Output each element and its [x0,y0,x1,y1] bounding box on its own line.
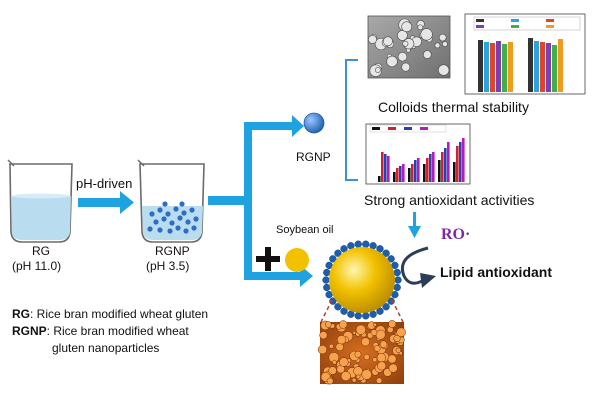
legend-row-rg: RG: Rice bran modified wheat gluten [12,306,208,323]
rgnp-ph-label: (pH 3.5) [146,259,190,273]
ph-driven-arrow [78,191,134,214]
curved-arrow-head-icon [420,273,436,288]
soybean-oil-droplet-icon [285,248,309,272]
ph-driven-label: pH-driven [76,176,133,191]
legend-text: gluten nanoparticles [52,341,160,355]
curved-arrow-icon [401,246,429,285]
antioxidant-label: Strong antioxidant activities [364,192,535,208]
legend-text: : Rice bran modified wheat gluten [30,307,209,321]
beaker-rg [7,159,73,243]
rgnp-particle-icon [303,112,325,134]
tem-image [367,15,451,79]
antioxidant-bar-chart [365,123,471,185]
thermal-stability-label: Colloids thermal stability [378,99,529,115]
beaker-rgnp [137,159,205,243]
plus-icon [256,247,280,271]
ro-radical-label: RO· [441,226,471,243]
rgnp-branch-label: RGNP [296,150,331,164]
rgnp-label: RGNP [155,244,190,258]
thermal-bar-chart [464,13,586,95]
emulsion-micrograph [317,320,406,385]
soybean-oil-label: Soybean oil [276,224,334,236]
legend-row-rgnp-cont: gluten nanoparticles [12,340,208,357]
down-arrow [408,212,421,238]
lipid-antioxidant-label: Lipid antioxidant [440,264,552,280]
rg-label: RG [32,244,50,258]
rg-ph-label: (pH 11.0) [12,259,62,273]
nanoparticle-cluster [147,201,199,234]
legend-abbr: RGNP [12,324,47,338]
legend: RG: Rice bran modified wheat gluten RGNP… [12,306,208,357]
branch-arrows [208,115,313,287]
legend-row-rgnp: RGNP: Rice bran modified wheat [12,323,208,340]
bracket [345,59,358,181]
legend-text: : Rice bran modified wheat [46,324,189,338]
legend-abbr: RG [12,307,30,321]
emulsion-droplet [322,240,402,320]
